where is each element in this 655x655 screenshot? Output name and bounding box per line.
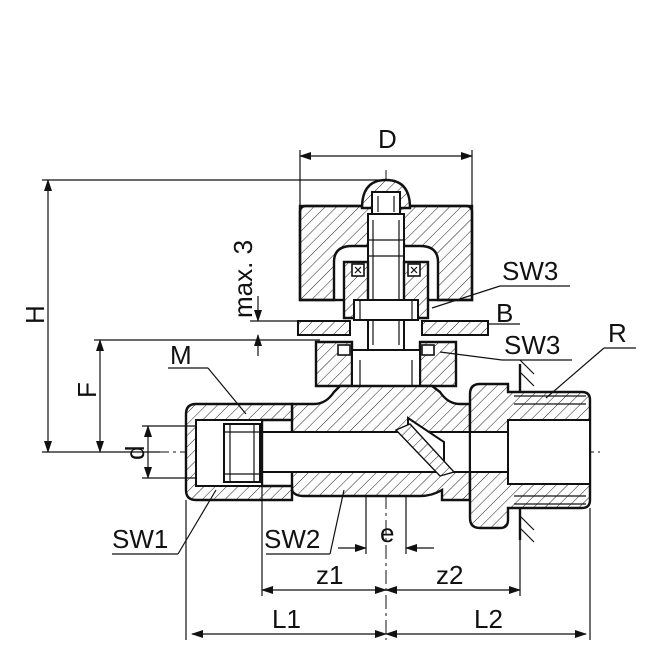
handwheel xyxy=(298,178,474,302)
dimension-lines xyxy=(42,150,591,640)
label-SW3-mid: SW3 xyxy=(504,330,560,360)
label-D: D xyxy=(378,124,397,154)
stem-assembly xyxy=(342,213,430,351)
label-SW2: SW2 xyxy=(264,524,320,554)
label-B: B xyxy=(496,298,513,328)
label-e: e xyxy=(380,518,394,548)
label-L1: L1 xyxy=(272,604,301,634)
label-R: R xyxy=(608,318,627,348)
label-z1: z1 xyxy=(316,560,343,590)
label-F: F xyxy=(72,382,102,398)
label-z2: z2 xyxy=(436,560,463,590)
label-d: d xyxy=(120,446,150,460)
right-male-connector xyxy=(468,359,592,543)
panel-plate xyxy=(297,320,489,336)
label-SW1: SW1 xyxy=(112,524,168,554)
label-max-3: max. 3 xyxy=(228,240,258,318)
label-L2: L2 xyxy=(474,604,503,634)
leader-lines xyxy=(112,285,636,555)
label-M: M xyxy=(170,340,192,370)
label-H: H xyxy=(20,305,50,324)
label-SW3-top: SW3 xyxy=(502,256,558,286)
left-union-nut xyxy=(184,402,294,502)
